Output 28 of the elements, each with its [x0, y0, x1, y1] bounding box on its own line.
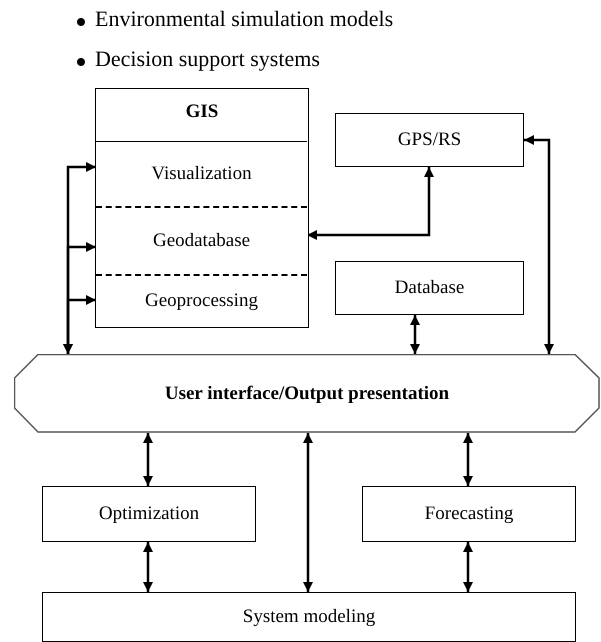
box-label: Optimization [98, 503, 200, 525]
process-box [335, 261, 524, 315]
bullet-text: Environmental simulation models [95, 6, 394, 32]
arrow [524, 135, 554, 354]
box-label: Visualization [151, 163, 252, 185]
process-box [362, 486, 576, 542]
box-label: Database [394, 277, 464, 299]
arrow [143, 433, 153, 486]
process-box [335, 113, 524, 167]
arrow [143, 542, 153, 592]
process-box [42, 486, 256, 542]
box-label: System modeling [242, 606, 376, 628]
bullet-text: Decision support systems [95, 46, 320, 72]
arrow [463, 433, 473, 486]
component-box [95, 88, 309, 328]
interface-label: User interface/Output presentation [164, 382, 450, 404]
process-box [42, 592, 576, 642]
arrow [410, 315, 420, 354]
arrow [303, 433, 313, 592]
box-label: Geoprocessing [145, 290, 258, 312]
box-title: GIS [186, 101, 218, 123]
arrow [307, 167, 434, 240]
arrow [463, 542, 473, 592]
box-label: Geodatabase [152, 230, 250, 252]
arrow [63, 295, 96, 354]
interface-octagon [14, 354, 600, 433]
box-label: Forecasting [424, 503, 514, 525]
box-label: GPS/RS [398, 129, 462, 151]
